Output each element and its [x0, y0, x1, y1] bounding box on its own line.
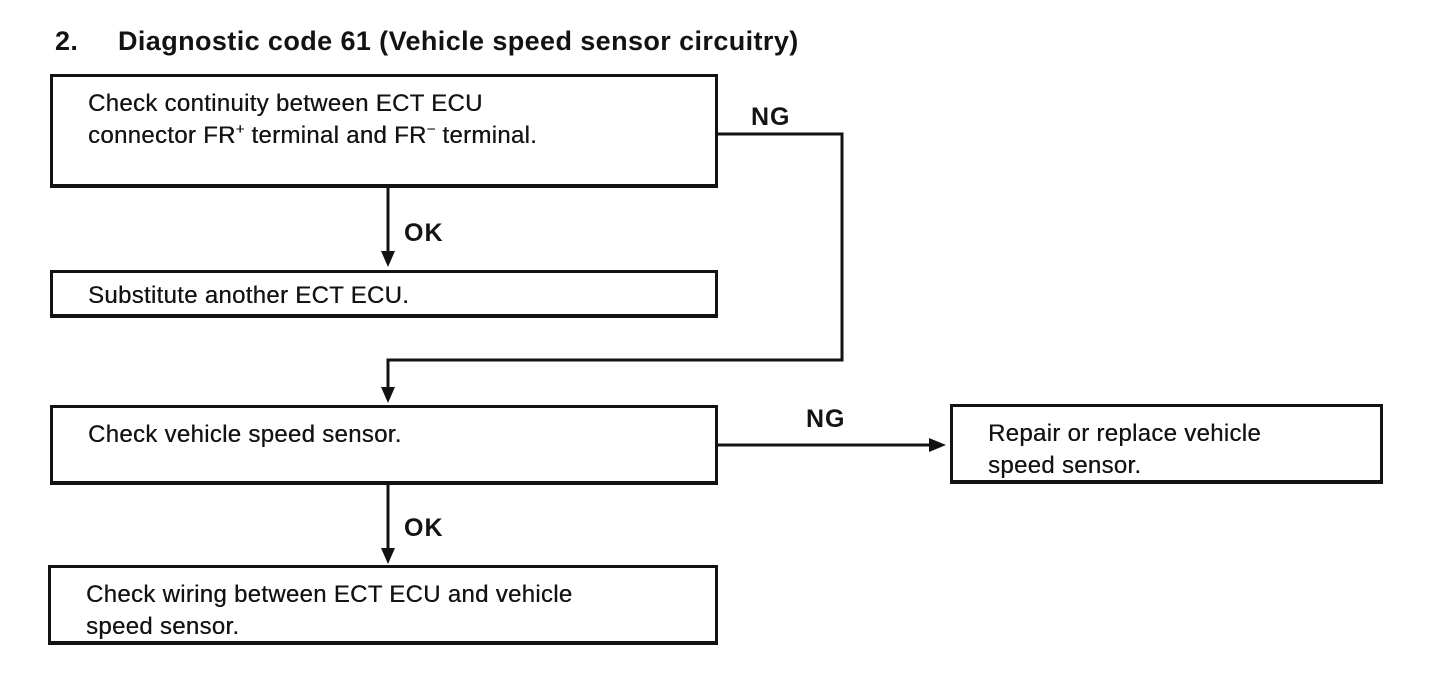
- node-text-line: Check vehicle speed sensor.: [88, 421, 402, 448]
- node-text-line: Repair or replace vehicle: [988, 420, 1261, 447]
- flow-node-check-wiring: Check wiring between ECT ECU and vehicle…: [48, 565, 718, 645]
- node-text-segment: terminal and FR: [244, 122, 427, 149]
- node-text-segment: connector FR: [88, 122, 236, 149]
- superscript-plus: +: [235, 121, 245, 138]
- edge-label-ok-continuity: OK: [404, 219, 444, 247]
- edge-label-ng-continuity: NG: [751, 103, 791, 131]
- arrowhead-ng-sensor: [929, 438, 946, 452]
- flow-node-check-speed-sensor: Check vehicle speed sensor.: [50, 405, 718, 485]
- node-text-line: Check wiring between ECT ECU and vehicle: [86, 581, 573, 608]
- arrowhead-ok-sensor: [381, 548, 395, 564]
- node-text-line: Check continuity between ECT ECU: [88, 90, 483, 117]
- connector-ng-continuity: [386, 132, 844, 388]
- flow-node-check-continuity: Check continuity between ECT ECU connect…: [50, 74, 718, 188]
- node-text-line: Substitute another ECT ECU.: [88, 282, 410, 309]
- page-title: 2. Diagnostic code 61 (Vehicle speed sen…: [55, 26, 799, 57]
- flow-node-substitute-ecu: Substitute another ECT ECU.: [50, 270, 718, 318]
- node-text-segment: terminal.: [435, 122, 538, 149]
- superscript-minus: −: [426, 121, 436, 138]
- edge-label-ok-sensor: OK: [404, 514, 444, 542]
- node-text-line: speed sensor.: [86, 613, 240, 640]
- node-text-line: speed sensor.: [988, 452, 1142, 479]
- arrowhead-ok-continuity: [381, 251, 395, 267]
- flow-node-repair-replace: Repair or replace vehicle speed sensor.: [950, 404, 1383, 484]
- arrowhead-ng-continuity: [381, 387, 395, 403]
- node-text-line: connector FR+ terminal and FR− terminal.: [88, 120, 697, 155]
- title-number: 2.: [55, 26, 79, 56]
- edge-label-ng-sensor: NG: [806, 405, 846, 433]
- title-text: Diagnostic code 61 (Vehicle speed sensor…: [118, 26, 799, 56]
